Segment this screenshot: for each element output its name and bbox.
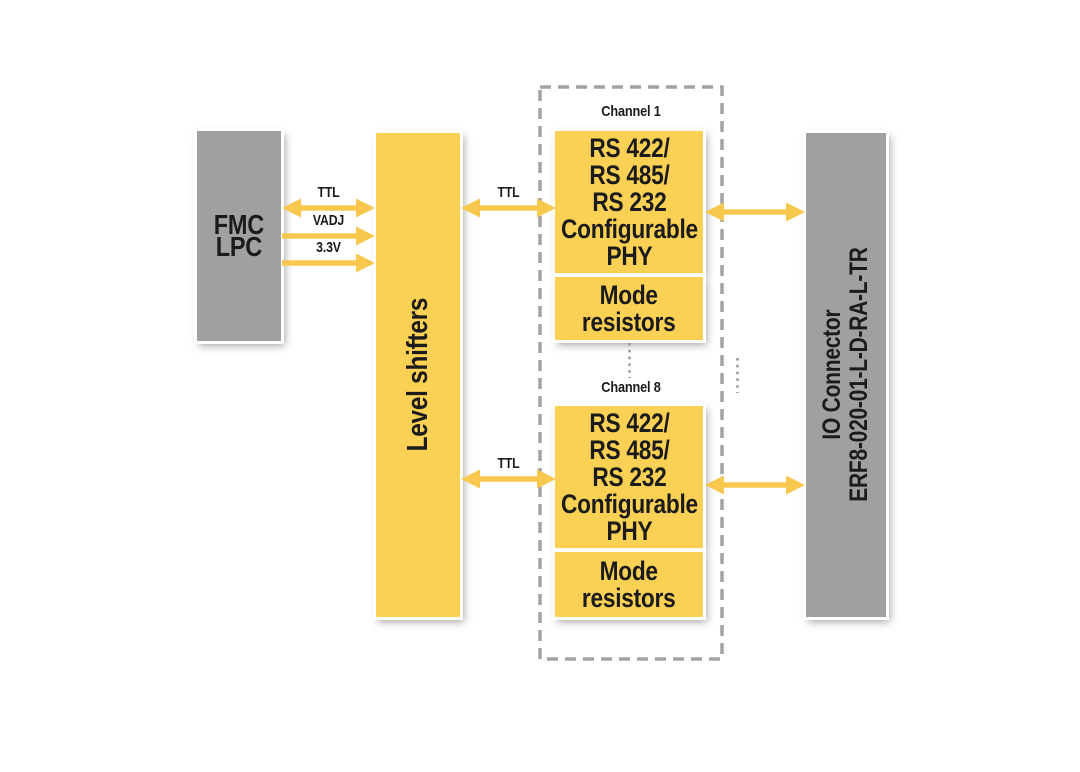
channel-1-mode-resistors-box: Mode resistors <box>555 277 703 340</box>
channel-8-mode-resistors-box: Mode resistors <box>555 552 703 617</box>
io-connector-label-line2: ERF8-020-01-L-D-RA-L-TR <box>845 247 873 503</box>
io-connector-label-wrap: IO Connector ERF8-020-01-L-D-RA-L-TR <box>806 133 886 617</box>
channel-8-label: Channel 8 <box>601 379 661 396</box>
33v-arrow <box>282 253 375 273</box>
phy-line: RS 422/ <box>588 132 670 163</box>
mode-line: resistors <box>582 582 676 613</box>
level-shifters-block: Level shifters <box>376 133 460 617</box>
phy-line: RS 232 <box>591 461 667 492</box>
channel-1-mode-resistors-label: Mode resistors <box>582 279 676 337</box>
phy-line: Configurable <box>560 213 698 244</box>
level-shifters-label-wrap: Level shifters <box>376 133 460 617</box>
channel-8-phy-label: RS 422/ RS 485/ RS 232 Configurable PHY <box>560 407 698 546</box>
channel-8-phy-box: RS 422/ RS 485/ RS 232 Configurable PHY <box>555 406 703 548</box>
fmc-lpc-block: FMC LPC <box>197 131 281 341</box>
phy-line: PHY <box>606 240 652 271</box>
phy-line: PHY <box>606 515 652 546</box>
ch1-io-double-arrow <box>705 202 805 222</box>
phy-line: RS 485/ <box>588 434 670 465</box>
io-connector-label: IO Connector ERF8-020-01-L-D-RA-L-TR <box>818 247 873 503</box>
33v-label: 3.3V <box>316 239 341 256</box>
ch1-ttl-label: TTL <box>497 184 520 201</box>
channels-dashed-border <box>538 85 724 661</box>
fmc-lpc-label-line2: LPC <box>215 231 263 262</box>
ch8-ttl-double-arrow <box>461 469 556 489</box>
ch1-ttl-double-arrow <box>461 198 556 218</box>
fmc-lpc-label: FMC LPC <box>213 209 265 262</box>
io-ellipsis-dots <box>736 358 739 393</box>
phy-line: RS 485/ <box>588 159 670 190</box>
io-connector-label-line1: IO Connector <box>818 310 846 440</box>
channel-1-label: Channel 1 <box>601 103 661 120</box>
fmc-ttl-label: TTL <box>317 184 340 201</box>
channel-8-mode-resistors-label: Mode resistors <box>582 555 676 613</box>
mode-line: resistors <box>582 306 676 337</box>
fmc-ttl-double-arrow <box>282 198 375 218</box>
level-shifters-label: Level shifters <box>402 298 434 452</box>
channel-1-phy-box: RS 422/ RS 485/ RS 232 Configurable PHY <box>555 131 703 273</box>
ch8-ttl-label: TTL <box>497 455 520 472</box>
mode-line: Mode <box>599 279 659 310</box>
phy-line: Configurable <box>560 488 698 519</box>
channel-1-phy-label: RS 422/ RS 485/ RS 232 Configurable PHY <box>560 132 698 271</box>
io-connector-block: IO Connector ERF8-020-01-L-D-RA-L-TR <box>806 133 886 617</box>
mode-line: Mode <box>599 555 659 586</box>
phy-line: RS 422/ <box>588 407 670 438</box>
ch8-io-double-arrow <box>705 475 805 495</box>
vadj-label: VADJ <box>312 212 345 229</box>
vadj-arrow <box>282 226 375 246</box>
fmc-lpc-label-line1: FMC <box>213 209 265 240</box>
channels-ellipsis-dots <box>628 343 631 378</box>
phy-line: RS 232 <box>591 186 667 217</box>
